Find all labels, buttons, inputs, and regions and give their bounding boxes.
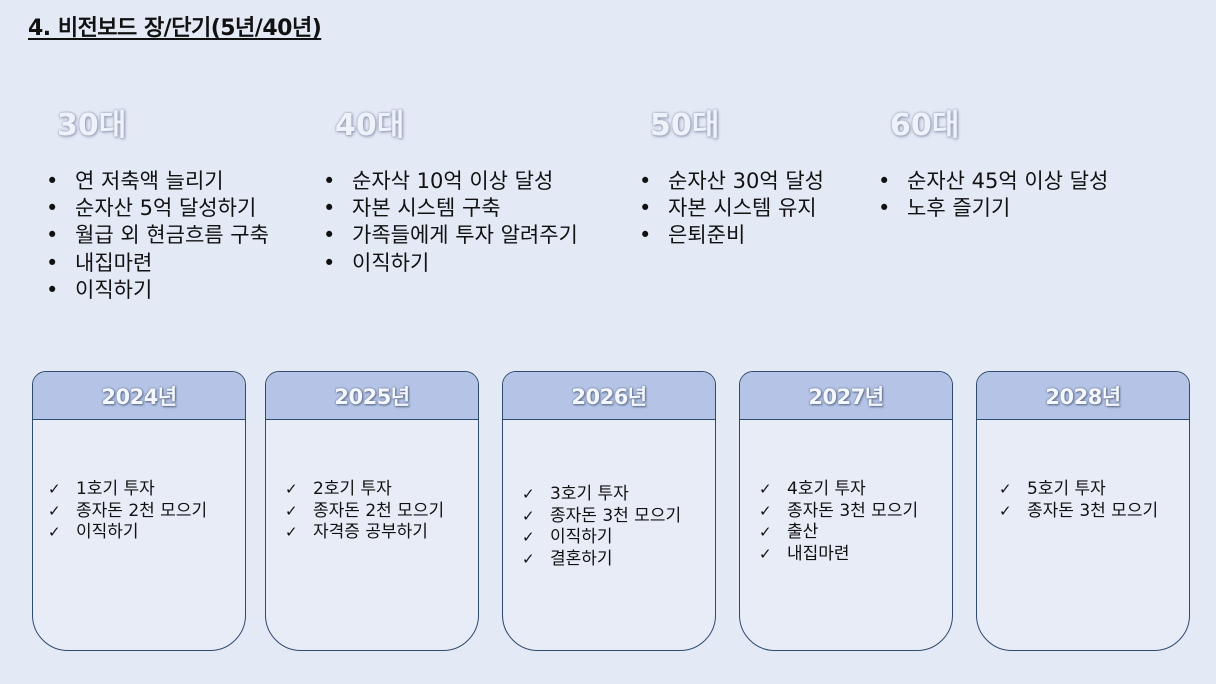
goal-item: 자본 시스템 유지 [639, 195, 824, 222]
task-item: ✓ 이직하기 [522, 527, 681, 549]
decade-60s-goals: 순자산 45억 이상 달성 노후 즐기기 [878, 168, 1108, 223]
decade-30s-goals: 연 저축액 늘리기 순자산 5억 달성하기 월급 외 현금흐름 구축 내집마련 … [46, 168, 269, 304]
task-label: 5호기 투자 [1027, 479, 1106, 499]
task-label: 출산 [787, 522, 819, 542]
year-card-2024: 2024년 ✓ 1호기 투자 ✓ 종자돈 2천 모으기 ✓ 이직하기 [32, 371, 246, 651]
task-label: 종자돈 3천 모으기 [787, 500, 919, 521]
goal-item: 노후 즐기기 [878, 195, 1108, 222]
year-card-header: 2027년 [740, 372, 952, 420]
year-task-list: ✓ 5호기 투자 ✓ 종자돈 3천 모으기 [999, 479, 1158, 522]
checkmark-icon: ✓ [759, 523, 772, 541]
goal-item: 순자산 45억 이상 달성 [878, 168, 1108, 195]
year-task-list: ✓ 3호기 투자 ✓ 종자돈 3천 모으기 ✓ 이직하기 ✓ 결혼하기 [522, 484, 681, 570]
goal-item: 순자산 30억 달성 [639, 168, 824, 195]
checkmark-icon: ✓ [285, 523, 298, 541]
task-item: ✓ 2호기 투자 [285, 479, 444, 501]
task-label: 종자돈 3천 모으기 [550, 505, 682, 526]
checkmark-icon: ✓ [759, 544, 772, 563]
task-item: ✓ 종자돈 2천 모으기 [285, 501, 444, 523]
goal-item: 내집마련 [46, 250, 269, 277]
task-label: 종자돈 2천 모으기 [76, 500, 208, 521]
year-card-2027: 2027년 ✓ 4호기 투자 ✓ 종자돈 3천 모으기 ✓ 출산 ✓ 내집마련 [739, 371, 953, 651]
goal-item: 은퇴준비 [639, 222, 824, 249]
task-item: ✓ 출산 [759, 522, 918, 544]
goal-item: 가족들에게 투자 알려주기 [323, 222, 578, 249]
task-label: 3호기 투자 [550, 484, 629, 504]
checkmark-icon: ✓ [48, 501, 61, 520]
task-label: 1호기 투자 [76, 479, 155, 499]
year-card-header: 2026년 [503, 372, 715, 420]
task-item: ✓ 3호기 투자 [522, 484, 681, 506]
goal-item: 이직하기 [46, 277, 269, 304]
year-card-2028: 2028년 ✓ 5호기 투자 ✓ 종자돈 3천 모으기 [976, 371, 1190, 651]
year-task-list: ✓ 2호기 투자 ✓ 종자돈 2천 모으기 ✓ 자격증 공부하기 [285, 479, 444, 544]
task-label: 이직하기 [76, 522, 139, 542]
decade-40s-heading: 40대 [335, 108, 405, 143]
task-label: 이직하기 [550, 527, 613, 547]
task-label: 결혼하기 [550, 548, 613, 569]
decade-30s-heading: 30대 [57, 108, 127, 143]
goal-item: 순자산 5억 달성하기 [46, 195, 269, 222]
checkmark-icon: ✓ [759, 480, 772, 498]
task-item: ✓ 이직하기 [48, 522, 207, 544]
goal-item: 순자삭 10억 이상 달성 [323, 168, 578, 195]
task-item: ✓ 종자돈 3천 모으기 [522, 506, 681, 528]
checkmark-icon: ✓ [48, 523, 61, 541]
checkmark-icon: ✓ [48, 480, 61, 498]
year-task-list: ✓ 1호기 투자 ✓ 종자돈 2천 모으기 ✓ 이직하기 [48, 479, 207, 544]
task-item: ✓ 종자돈 2천 모으기 [48, 501, 207, 523]
checkmark-icon: ✓ [522, 485, 535, 503]
page-title: 4. 비전보드 장/단기(5년/40년) [28, 16, 322, 41]
checkmark-icon: ✓ [522, 506, 535, 525]
year-task-list: ✓ 4호기 투자 ✓ 종자돈 3천 모으기 ✓ 출산 ✓ 내집마련 [759, 479, 918, 565]
decade-50s-heading: 50대 [650, 108, 720, 143]
task-item: ✓ 결혼하기 [522, 549, 681, 571]
task-item: ✓ 종자돈 3천 모으기 [999, 501, 1158, 523]
task-label: 내집마련 [787, 543, 850, 564]
checkmark-icon: ✓ [999, 501, 1012, 520]
task-label: 2호기 투자 [313, 479, 392, 499]
task-item: ✓ 내집마련 [759, 544, 918, 566]
checkmark-icon: ✓ [522, 549, 535, 568]
task-label: 4호기 투자 [787, 479, 866, 499]
year-card-2026: 2026년 ✓ 3호기 투자 ✓ 종자돈 3천 모으기 ✓ 이직하기 ✓ 결혼하기 [502, 371, 716, 651]
decade-50s-goals: 순자산 30억 달성 자본 시스템 유지 은퇴준비 [639, 168, 824, 250]
year-card-2025: 2025년 ✓ 2호기 투자 ✓ 종자돈 2천 모으기 ✓ 자격증 공부하기 [265, 371, 479, 651]
goal-item: 월급 외 현금흐름 구축 [46, 222, 269, 249]
task-item: ✓ 5호기 투자 [999, 479, 1158, 501]
task-label: 종자돈 3천 모으기 [1027, 500, 1159, 521]
checkmark-icon: ✓ [522, 528, 535, 546]
task-item: ✓ 1호기 투자 [48, 479, 207, 501]
task-label: 자격증 공부하기 [313, 522, 428, 542]
year-card-header: 2024년 [33, 372, 245, 420]
checkmark-icon: ✓ [285, 480, 298, 498]
task-item: ✓ 4호기 투자 [759, 479, 918, 501]
task-item: ✓ 자격증 공부하기 [285, 522, 444, 544]
decade-60s-heading: 60대 [890, 108, 960, 143]
checkmark-icon: ✓ [285, 501, 298, 520]
year-card-header: 2025년 [266, 372, 478, 420]
checkmark-icon: ✓ [759, 501, 772, 520]
year-card-header: 2028년 [977, 372, 1189, 420]
task-label: 종자돈 2천 모으기 [313, 500, 445, 521]
task-item: ✓ 종자돈 3천 모으기 [759, 501, 918, 523]
checkmark-icon: ✓ [999, 480, 1012, 498]
goal-item: 자본 시스템 구축 [323, 195, 578, 222]
goal-item: 이직하기 [323, 250, 578, 277]
decade-40s-goals: 순자삭 10억 이상 달성 자본 시스템 구축 가족들에게 투자 알려주기 이직… [323, 168, 578, 277]
goal-item: 연 저축액 늘리기 [46, 168, 269, 195]
